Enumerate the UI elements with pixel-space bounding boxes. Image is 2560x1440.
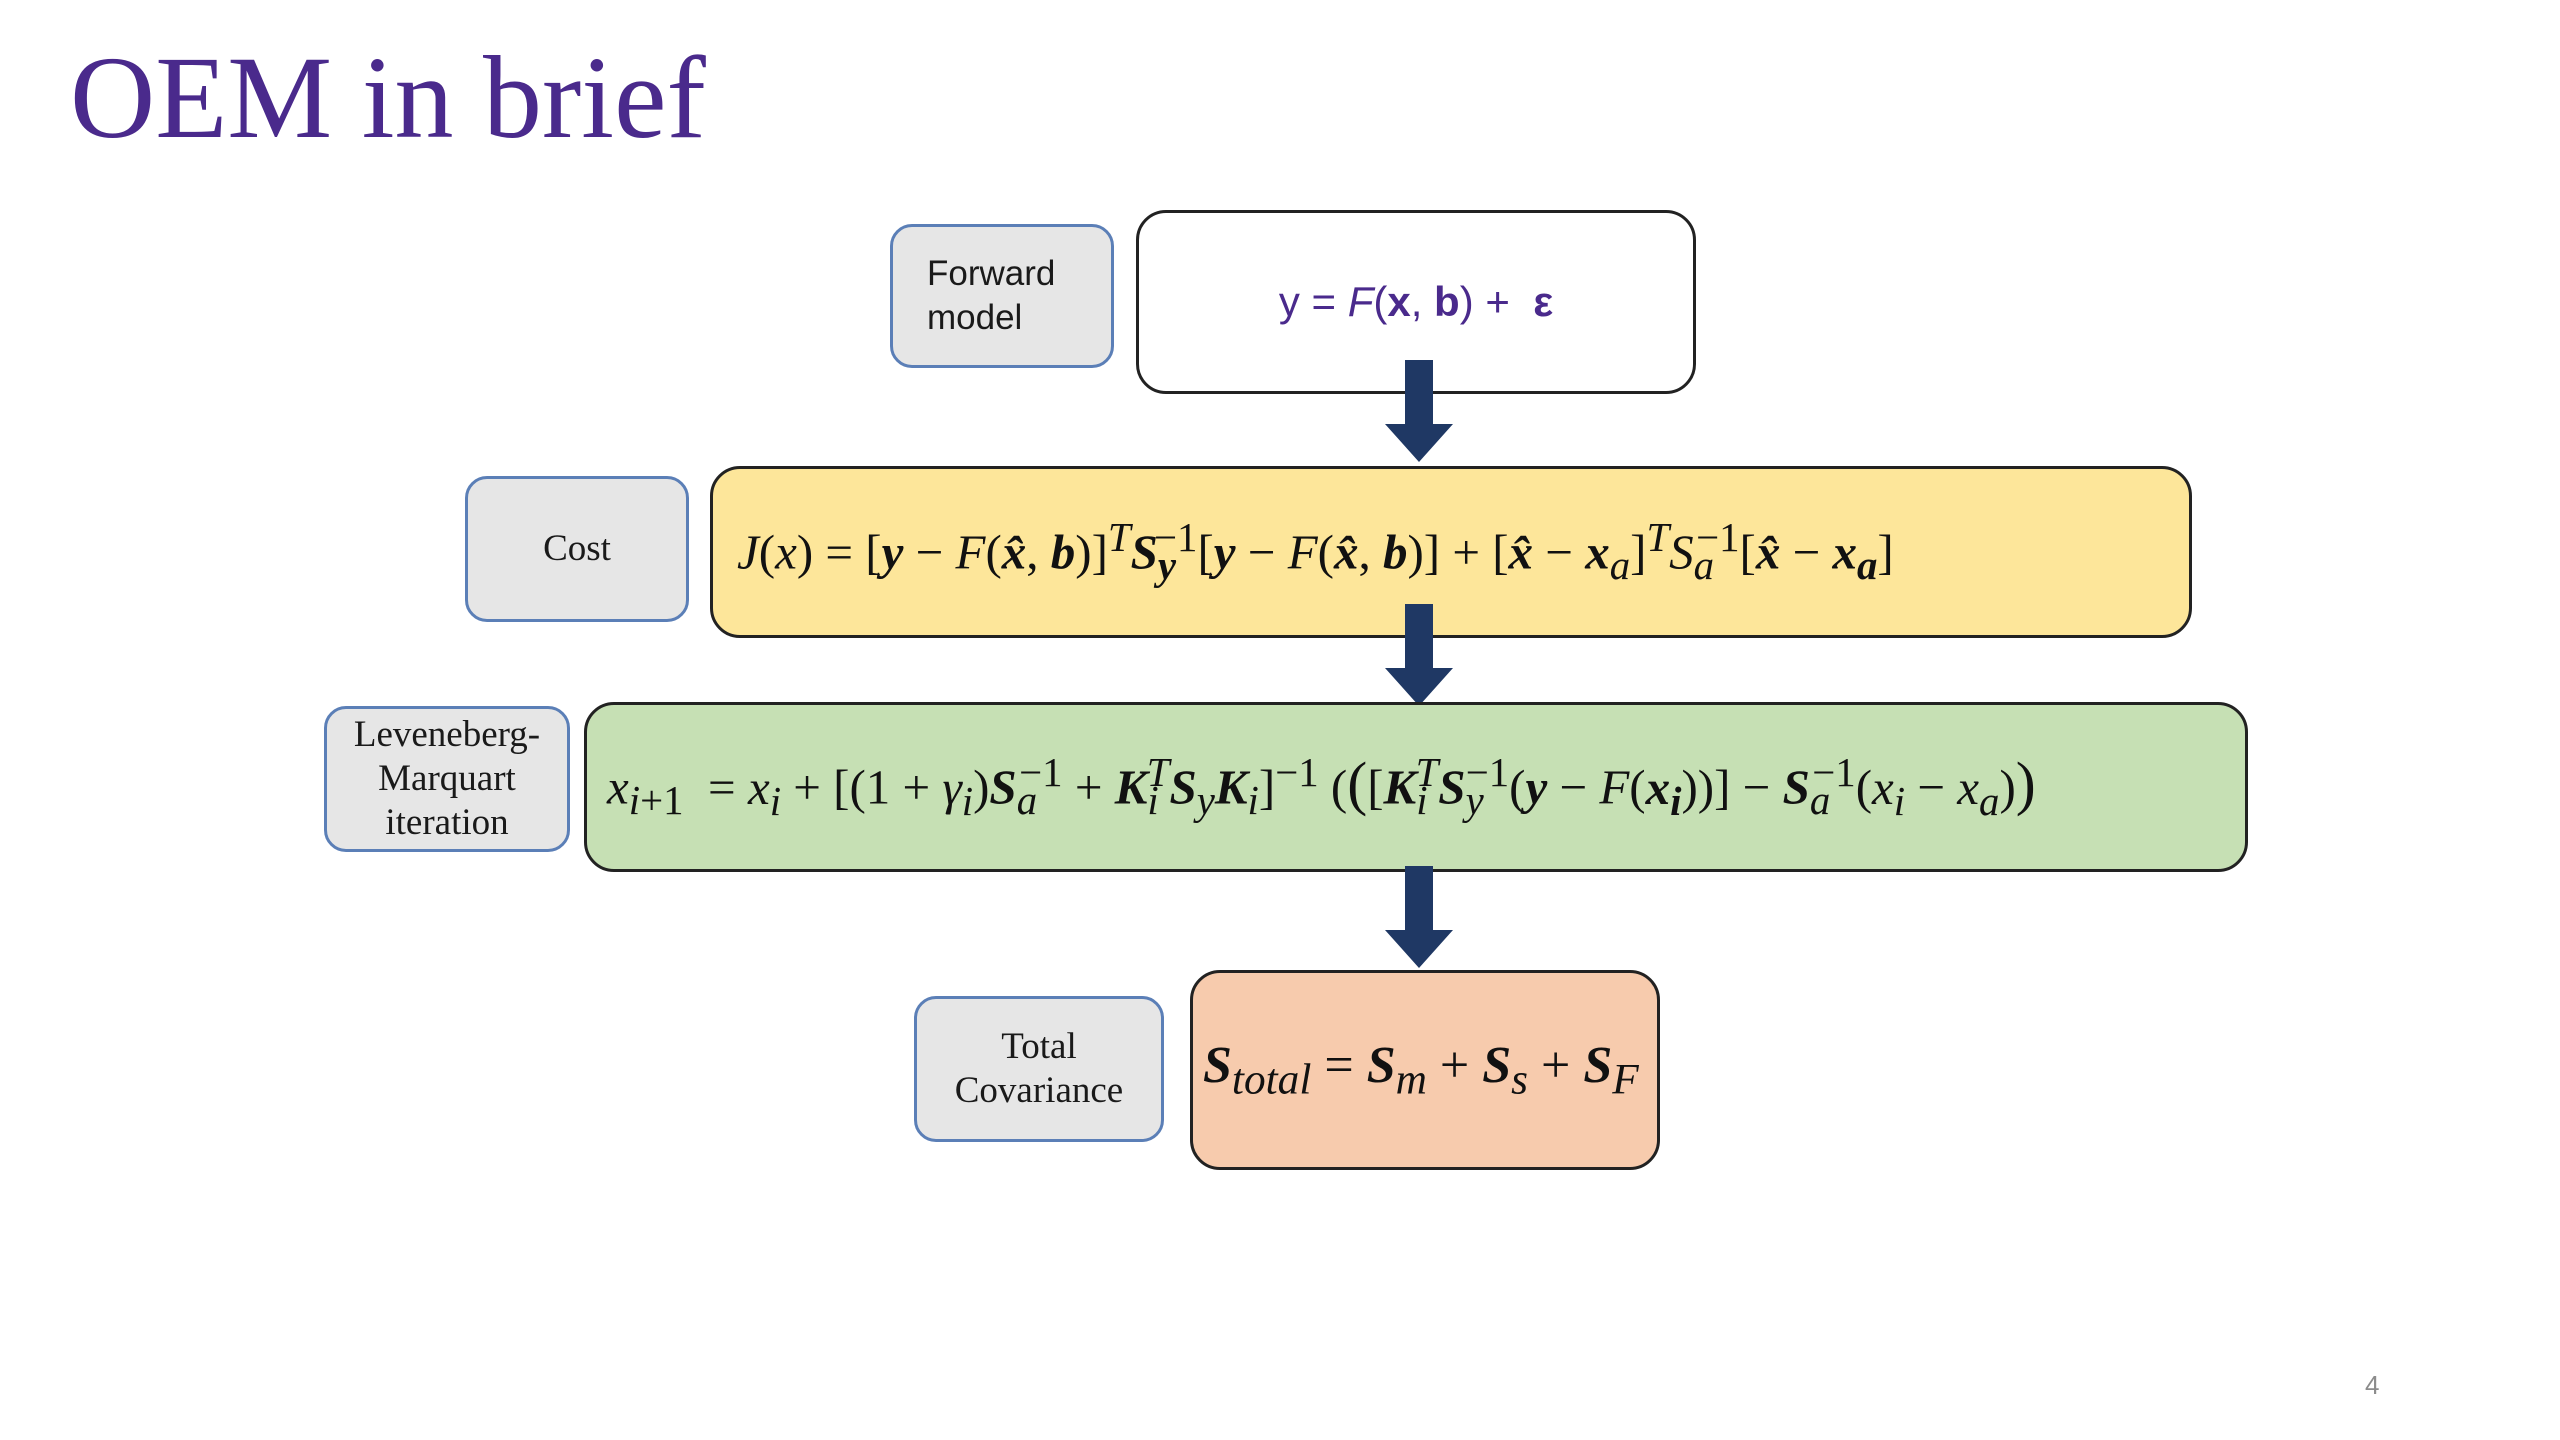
cost-equation-box: J(x) = [y − F(x̂, b)]TSy−1[y − F(x̂, b)]… <box>710 466 2192 638</box>
forward-model-label-box: Forward model <box>890 224 1114 368</box>
forward-model-equation: y = F(x, b) + ε <box>1278 278 1554 325</box>
total-covariance-label-box: Total Covariance <box>914 996 1164 1142</box>
total-covariance-equation: Stotal = Sm + Ss + SF <box>1203 1036 1639 1104</box>
levenberg-marquart-label: Leveneberg- Marquart iteration <box>353 714 541 843</box>
down-arrow-3 <box>1385 866 1453 968</box>
levenberg-marquart-label-box: Leveneberg- Marquart iteration <box>324 706 570 852</box>
levenberg-marquart-equation-box: xi+1 = xi + [(1 + γi)Sa−1 + KiTSyKi]−1 (… <box>584 702 2248 872</box>
total-covariance-label: Total Covariance <box>954 1026 1124 1111</box>
cost-equation: J(x) = [y − F(x̂, b)]TSy−1[y − F(x̂, b)]… <box>737 515 1894 589</box>
total-covariance-equation-box: Stotal = Sm + Ss + SF <box>1190 970 1660 1170</box>
page-number: 4 <box>2365 1370 2380 1400</box>
down-arrow-1 <box>1385 360 1453 462</box>
cost-label-box: Cost <box>465 476 689 622</box>
down-arrow-2 <box>1385 604 1453 706</box>
cost-label: Cost <box>543 528 611 569</box>
forward-model-label: Forward model <box>927 254 1056 337</box>
slide-title: OEM in brief <box>70 32 706 163</box>
levenberg-marquart-equation: xi+1 = xi + [(1 + γi)Sa−1 + KiTSyKi]−1 (… <box>607 750 2036 824</box>
